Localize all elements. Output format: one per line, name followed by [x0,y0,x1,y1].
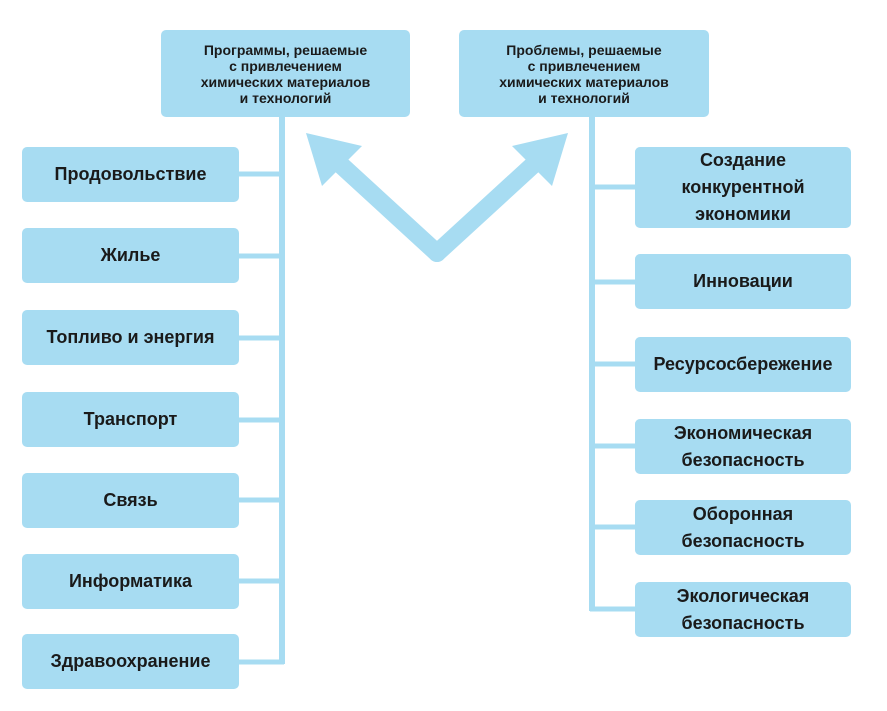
right-item-competitive-economy: Создание конкурентной экономики [635,147,851,228]
left-item-informatics: Информатика [22,554,239,609]
left-item-food: Продовольствие [22,147,239,202]
left-item-housing: Жилье [22,228,239,283]
left-item-communication: Связь [22,473,239,528]
right-header-box: Проблемы, решаемые с привлечением химиче… [459,30,709,117]
arrow-head-right [512,133,568,186]
left-item-transport: Транспорт [22,392,239,447]
right-item-ecological-security: Экологическая безопасность [635,582,851,637]
left-item-healthcare: Здравоохранение [22,634,239,689]
right-item-defense-security: Оборонная безопасность [635,500,851,555]
arrow-head-left [306,133,362,186]
left-header-box: Программы, решаемые с привлечением химич… [161,30,410,117]
left-item-fuel-energy: Топливо и энергия [22,310,239,365]
right-item-economic-security: Экономическая безопасность [635,419,851,474]
right-item-resource-saving: Ресурсосбережение [635,337,851,392]
v-arrow [306,133,568,262]
right-item-innovation: Инновации [635,254,851,309]
